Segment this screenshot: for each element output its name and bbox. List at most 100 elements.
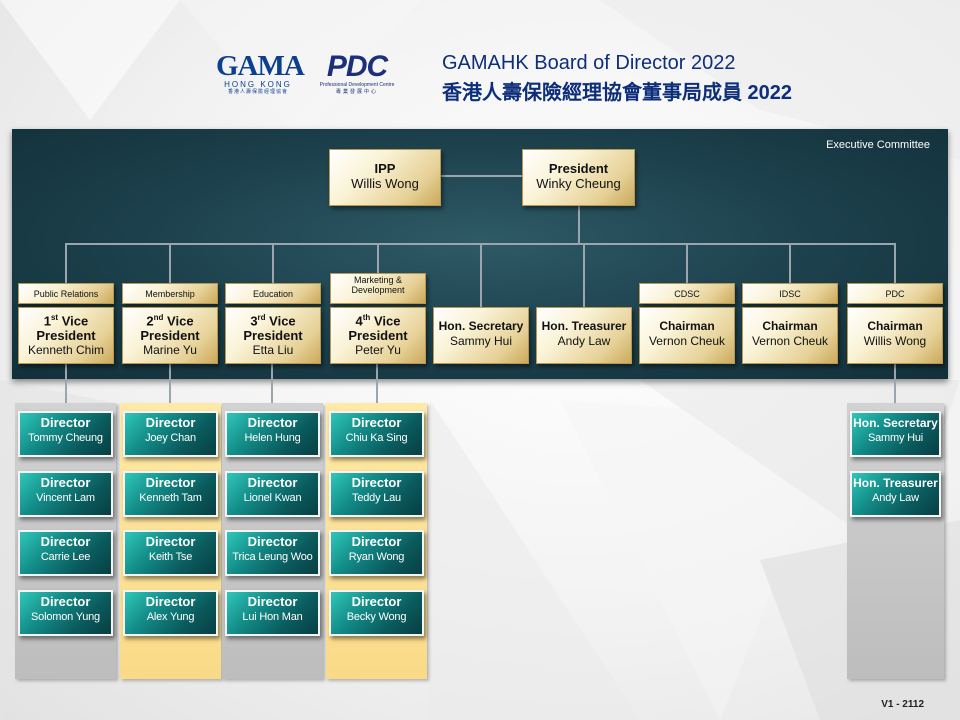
officer-role-line2: President	[36, 328, 96, 344]
officer-role: 2nd Vice	[146, 313, 194, 329]
officer-name: Vernon Cheuk	[648, 334, 726, 348]
director-role: Director	[40, 534, 91, 549]
connector-drop-0	[65, 243, 67, 283]
director-role: Director	[40, 475, 91, 490]
director-role: Director	[247, 415, 298, 430]
officer-tag-text: IDSC	[779, 289, 801, 299]
ordinal-suffix: th	[362, 313, 371, 322]
connector-drop-7	[789, 243, 791, 283]
director-role: Director	[40, 415, 91, 430]
pdc-logo: PDC Professional Development Centre 專業發展…	[318, 52, 396, 102]
officer-tag-3: Marketing & Development	[330, 273, 426, 304]
officer-tag-7: IDSC	[742, 283, 838, 304]
officer-name: Peter Yu	[355, 343, 401, 358]
officer-name: Andy Law	[557, 334, 611, 348]
director-role: Director	[351, 534, 402, 549]
president-name: Winky Cheung	[536, 176, 621, 191]
gama-logo-mark: GAMA	[216, 50, 305, 82]
director-name: Joey Chan	[145, 432, 196, 444]
director-role: Director	[145, 534, 196, 549]
director-name: Kenneth Tam	[139, 492, 202, 504]
ipp-box: IPP Willis Wong	[329, 149, 441, 206]
version-label: V1 - 2112	[881, 699, 924, 710]
officer-tag-1: Membership	[122, 283, 218, 304]
connector-president-down	[578, 205, 580, 245]
connector-column-0	[65, 364, 67, 403]
officer-role-line2: President	[140, 328, 200, 344]
director-name: Carrie Lee	[40, 551, 91, 563]
director-role: Director	[145, 415, 196, 430]
connector-column-1	[169, 364, 171, 403]
officer-role: Chairman	[762, 319, 818, 333]
connector-drop-4	[480, 243, 482, 307]
officer-role: 4th Vice	[355, 313, 401, 329]
officer-tag-2: Education	[225, 283, 321, 304]
director-name: Andy Law	[872, 492, 919, 504]
president-box: President Winky Cheung	[522, 149, 635, 206]
director-role: Director	[247, 594, 298, 609]
officer-role: 3rd Vice	[250, 313, 296, 329]
officer-tag-8: PDC	[847, 283, 943, 304]
director-name: Chiu Ka Sing	[345, 432, 408, 444]
director-role: Director	[351, 475, 402, 490]
president-role: President	[548, 161, 609, 176]
connector-drop-5	[583, 243, 585, 307]
officer-name: Kenneth Chim	[27, 343, 105, 358]
officer-name: Marine Yu	[143, 343, 197, 358]
officer-role: Chairman	[867, 319, 923, 333]
director-role: Director	[145, 475, 196, 490]
officer-name: Vernon Cheuk	[751, 334, 829, 348]
director-name: Solomon Yung	[31, 611, 100, 623]
ordinal-suffix: rd	[257, 313, 266, 322]
officer-name: Sammy Hui	[449, 334, 512, 348]
pdc-logo-sub: Professional Development Centre	[319, 82, 395, 88]
gama-logo-sub: HONG KONG	[224, 80, 292, 89]
ipp-name: Willis Wong	[351, 176, 419, 191]
officer-role: Hon. Secretary	[438, 319, 524, 333]
connector-column-3	[376, 364, 378, 403]
officer-role-line2: President	[348, 328, 408, 344]
director-role: Director	[351, 594, 402, 609]
director-role: Director	[247, 475, 298, 490]
connector-drop-3	[377, 243, 379, 283]
officer-role: Chairman	[659, 319, 715, 333]
director-name: Tommy Cheung	[28, 432, 103, 444]
director-name: Alex Yung	[146, 611, 195, 623]
connector-ipp-president	[440, 175, 524, 177]
officer-tag-6: CDSC	[639, 283, 735, 304]
pdc-logo-mark: PDC	[326, 50, 388, 83]
ipp-role: IPP	[374, 161, 396, 176]
director-role: Hon. Treasurer	[853, 476, 938, 490]
officer-tag-text: Public Relations	[33, 289, 99, 299]
officer-role: 1st Vice	[43, 313, 89, 329]
ordinal-suffix: st	[50, 313, 59, 322]
officer-tag-text: PDC	[885, 289, 905, 299]
director-name: Ryan Wong	[348, 551, 405, 563]
executive-committee-label: Executive Committee	[826, 139, 930, 151]
page-title-en: GAMAHK Board of Director 2022	[442, 52, 736, 74]
officer-name: Willis Wong	[863, 334, 927, 348]
director-name: Becky Wong	[346, 611, 407, 623]
officer-role-line2: President	[243, 328, 303, 344]
officer-tag-text: Membership	[145, 289, 195, 299]
director-role: Director	[40, 594, 91, 609]
director-name: Vincent Lam	[36, 492, 95, 504]
